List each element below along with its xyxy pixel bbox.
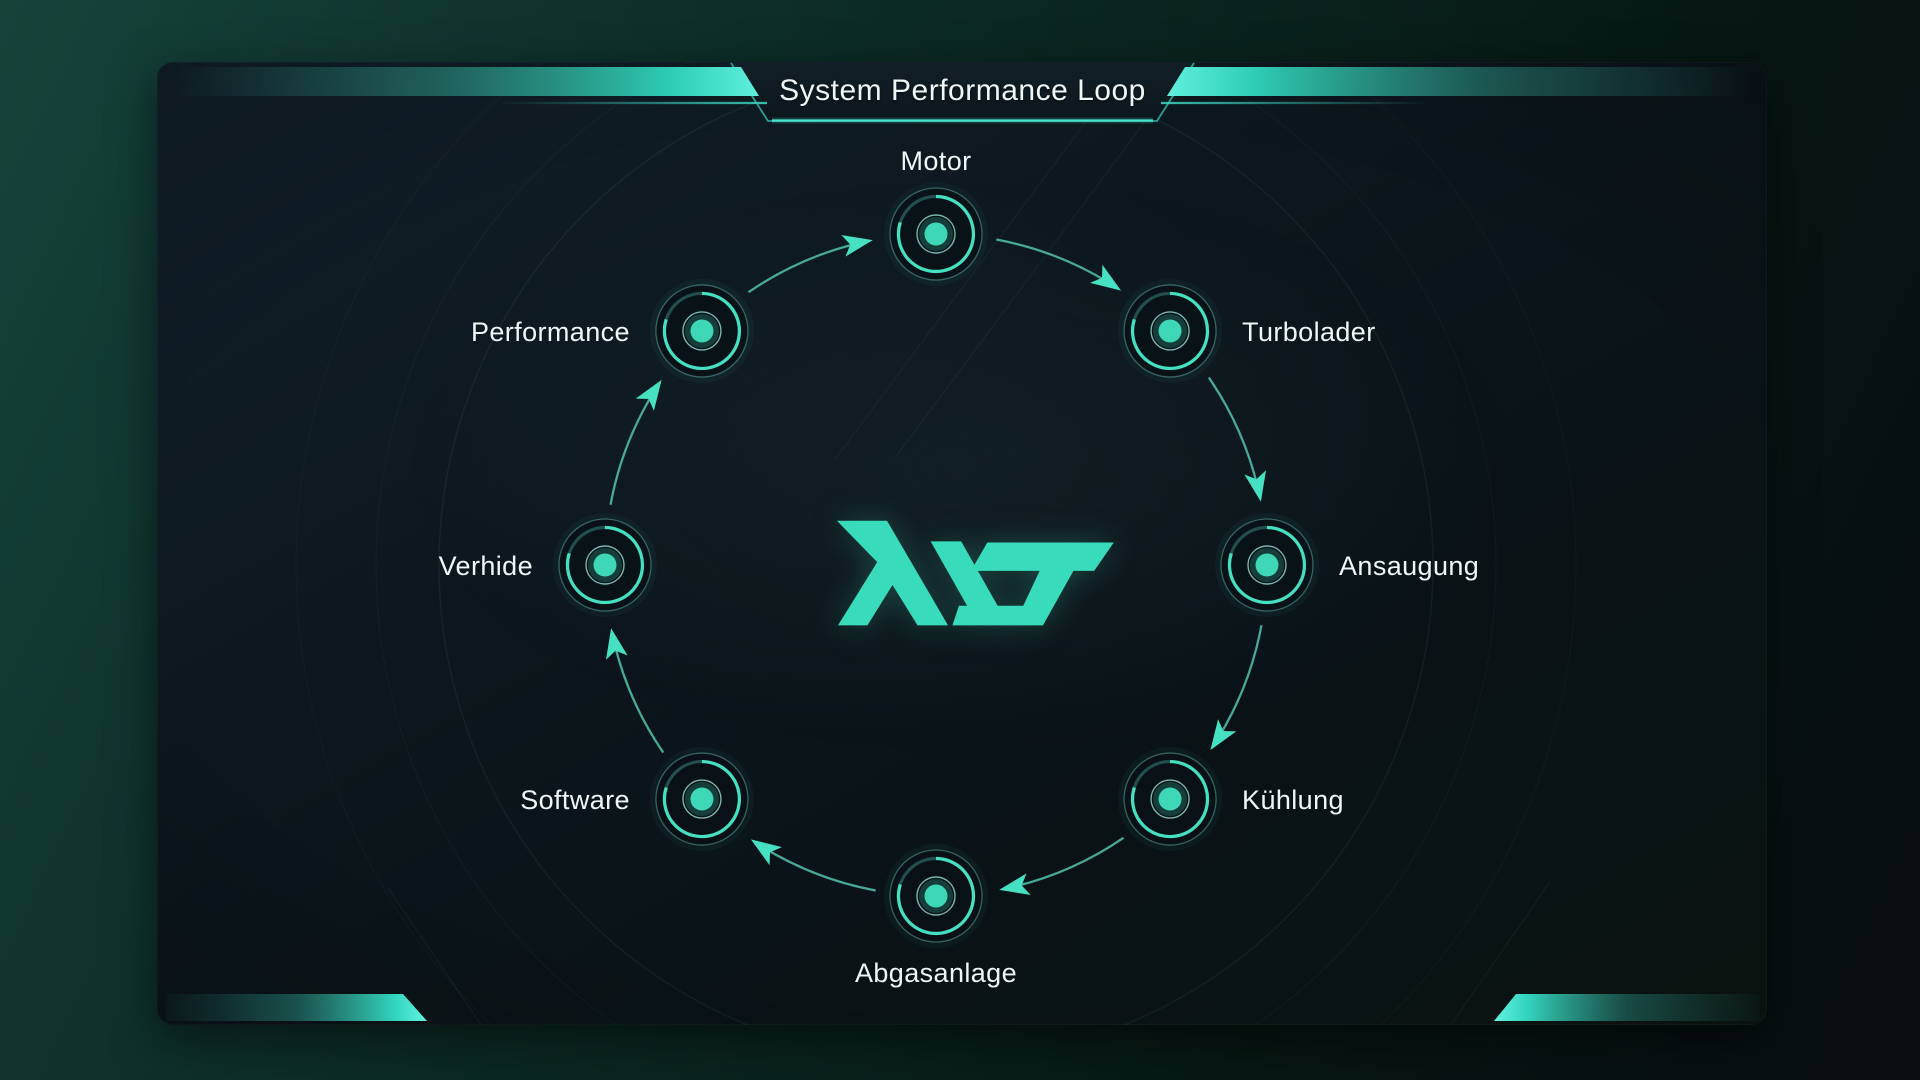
faint-diagonal-lines bbox=[387, 111, 1551, 1025]
flow-arrowhead-into-motor bbox=[841, 235, 873, 257]
page-title: System Performance Loop bbox=[779, 74, 1146, 107]
node-dot bbox=[690, 787, 714, 811]
node-label-ansaugung: Ansaugung bbox=[1339, 551, 1479, 581]
node-inner-ring bbox=[1150, 779, 1190, 819]
node-dot bbox=[1158, 787, 1182, 811]
node-bright-arc bbox=[896, 856, 975, 936]
node-dot bbox=[924, 884, 948, 908]
flow-arc-kuehlung-to-abgasanlage bbox=[1013, 836, 1125, 888]
node-inner-ring bbox=[1150, 311, 1190, 351]
node-inner-ring bbox=[585, 545, 625, 585]
top-left-accent-bar bbox=[176, 67, 759, 96]
faint-ring-mid bbox=[375, 62, 1497, 1025]
flow-arc-turbolader-to-ansaugung bbox=[1207, 376, 1259, 488]
flow-arc-verhide-to-performance bbox=[609, 391, 655, 505]
flow-arc-abgasanlage-to-software bbox=[762, 846, 876, 892]
node-label-turbolader: Turbolader bbox=[1242, 317, 1376, 347]
node-motor bbox=[884, 182, 988, 286]
node-abgasanlage bbox=[884, 844, 988, 948]
bottom-right-accent-bar bbox=[1494, 994, 1760, 1021]
node-dot bbox=[690, 319, 714, 343]
flow-arrowhead-into-verhide bbox=[606, 628, 628, 660]
cycle-diagram: MotorTurboladerAnsaugungKühlungAbgasanla… bbox=[439, 146, 1479, 988]
node-verhide bbox=[553, 513, 657, 617]
node-performance bbox=[649, 278, 754, 383]
node-bright-arc bbox=[662, 759, 741, 839]
flow-arrowhead-into-kuehlung bbox=[1210, 719, 1237, 751]
flow-arc-performance-to-motor bbox=[747, 242, 859, 294]
node-inner-ring bbox=[682, 779, 722, 819]
flow-arrowhead-into-performance bbox=[635, 379, 662, 411]
node-software bbox=[649, 747, 754, 852]
flow-arrowhead-into-software bbox=[750, 839, 782, 866]
top-right-accent-bar bbox=[1167, 67, 1752, 96]
logo-letter-g bbox=[930, 541, 1003, 615]
header-trapezoid bbox=[731, 63, 1194, 121]
brand-logo-agt bbox=[836, 520, 1114, 626]
flow-arc-software-to-verhide bbox=[613, 642, 665, 754]
node-bright-arc bbox=[1227, 525, 1306, 605]
logo-letter-t bbox=[952, 542, 1114, 626]
node-turbolader bbox=[1118, 278, 1223, 383]
node-label-motor: Motor bbox=[900, 146, 971, 176]
node-bright-arc bbox=[1130, 291, 1210, 371]
node-dot bbox=[924, 222, 948, 246]
node-dot bbox=[1255, 553, 1279, 577]
node-inner-ring bbox=[916, 876, 956, 916]
node-label-performance: Performance bbox=[471, 317, 630, 347]
flow-arc-ansaugung-to-kuehlung bbox=[1217, 625, 1263, 739]
node-bright-arc bbox=[896, 194, 975, 274]
node-dot bbox=[593, 553, 617, 577]
node-bright-arc bbox=[662, 291, 741, 371]
node-inner-ring bbox=[916, 214, 956, 254]
node-ansaugung bbox=[1215, 513, 1319, 617]
logo-letter-a bbox=[836, 520, 949, 626]
node-label-kuehlung: Kühlung bbox=[1242, 785, 1344, 815]
node-label-abgasanlage: Abgasanlage bbox=[855, 958, 1017, 988]
node-kuehlung bbox=[1118, 747, 1223, 852]
flow-arc-motor-to-turbolader bbox=[996, 238, 1110, 284]
bottom-left-accent-bar bbox=[166, 994, 427, 1021]
flow-arrowhead-into-abgasanlage bbox=[999, 873, 1031, 895]
flow-arrowhead-into-turbolader bbox=[1090, 264, 1122, 291]
node-bright-arc bbox=[1130, 759, 1210, 839]
node-inner-ring bbox=[1247, 545, 1287, 585]
flow-arrowhead-into-ansaugung bbox=[1244, 470, 1266, 502]
node-bright-arc bbox=[565, 525, 644, 605]
node-label-software: Software bbox=[520, 785, 630, 815]
node-label-verhide: Verhide bbox=[439, 551, 533, 581]
node-dot bbox=[1158, 319, 1182, 343]
node-inner-ring bbox=[682, 311, 722, 351]
